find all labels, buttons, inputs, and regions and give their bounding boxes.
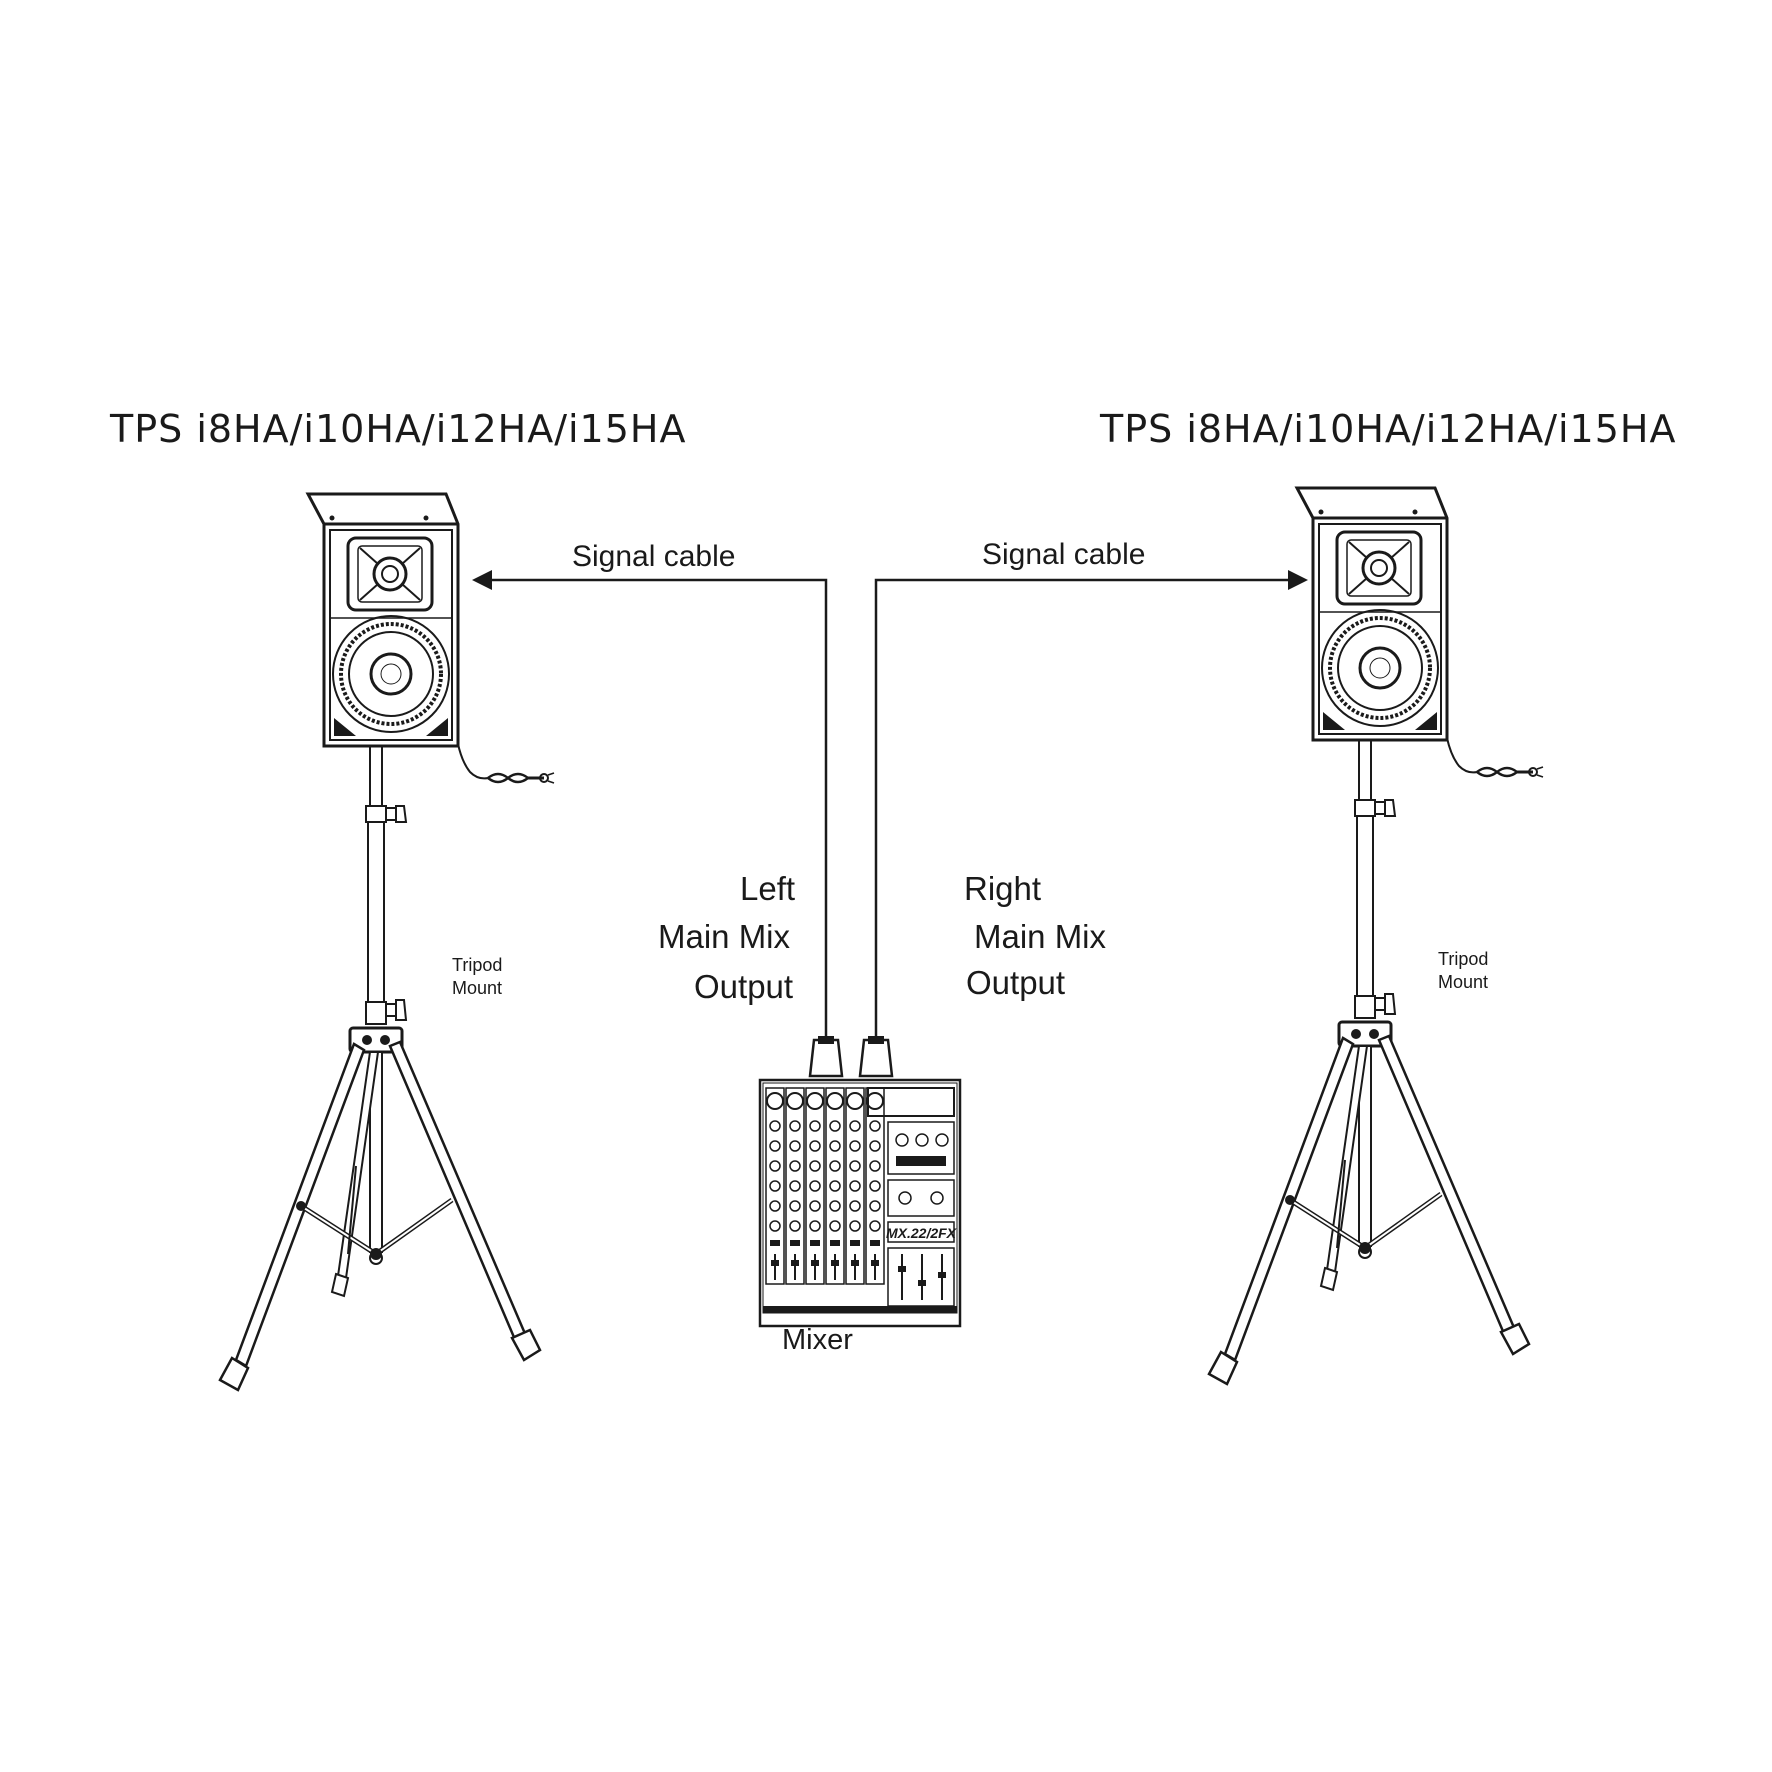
right-speaker [1295,486,1545,779]
right-output-line2: Main Mix [974,918,1107,955]
left-speaker-stand [220,746,540,1390]
right-output-line1: Right [964,870,1042,907]
left-output-line3: Output [694,968,794,1005]
right-speaker-stand [1209,740,1529,1384]
right-signal-cable [858,570,1308,1078]
right-speaker-model: TPS i8HA/i10HA/i12HA/i15HA [1100,407,1677,451]
right-arrowhead [1288,570,1308,590]
left-mount-line2: Mount [452,978,503,999]
right-mount-label: Tripod Mount [1438,948,1488,995]
right-output-line3: Output [966,964,1066,1001]
mixer-panel-text: MX.22/2FX [886,1225,958,1241]
left-mount-label: Tripod Mount [452,954,502,1001]
left-output-line1: Left [740,870,796,907]
right-mount-line2: Mount [1438,972,1489,993]
left-signal-cable-label: Signal cable [572,540,736,573]
left-output-line2: Main Mix [658,918,791,955]
left-speaker-model: TPS i8HA/i10HA/i12HA/i15HA [110,407,687,451]
left-mount-line1: Tripod [452,955,503,975]
mixer: MX.22/2FX [758,1078,962,1328]
left-signal-cable [472,570,844,1078]
left-speaker [306,492,556,785]
mixer-label: Mixer [782,1324,853,1356]
right-mount-line1: Tripod [1438,949,1489,969]
right-signal-cable-label: Signal cable [982,538,1146,571]
left-arrowhead [472,570,492,590]
